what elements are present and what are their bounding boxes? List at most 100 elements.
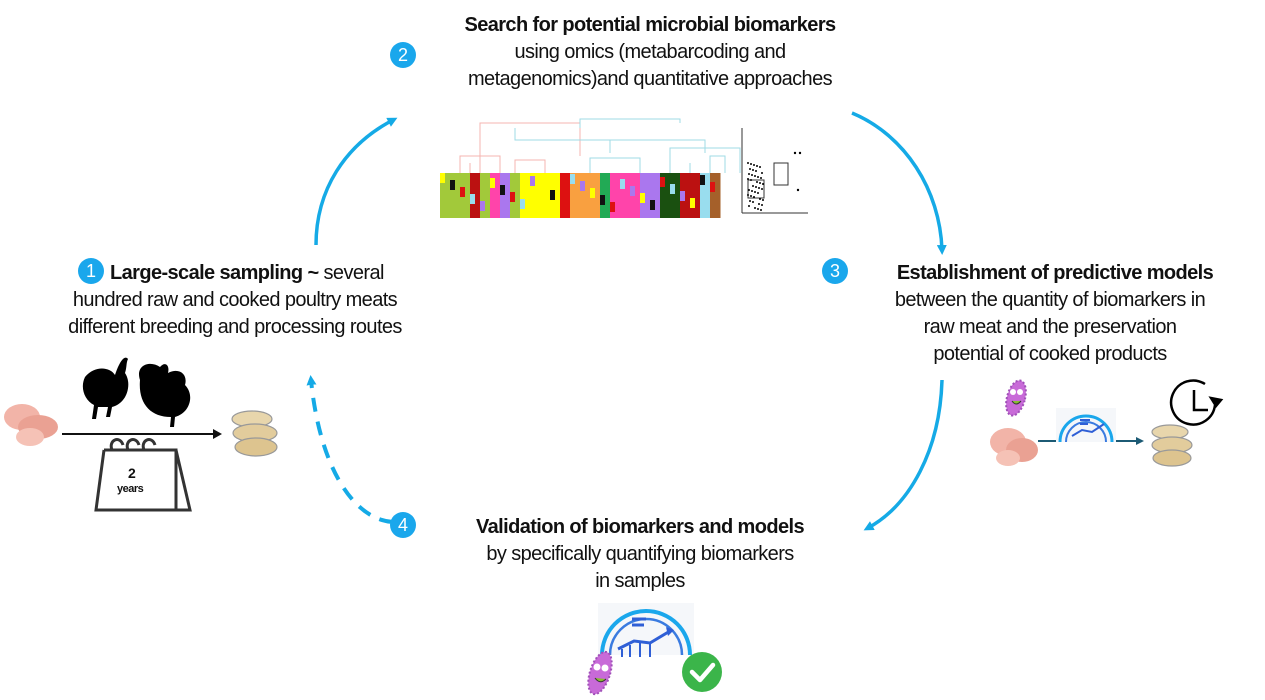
composition-bar-segment [560,197,565,207]
step-3-illustration [980,370,1230,480]
composition-bar [600,173,611,218]
composition-bar [440,173,451,218]
boxplot-point [753,164,755,166]
boxplot-point [757,208,759,210]
composition-bar [520,173,531,218]
boxplot-point [796,188,800,192]
composition-bar [480,173,491,218]
step-3-graphics [990,379,1224,467]
boxplot-point [750,179,752,181]
composition-bar [670,173,681,218]
composition-bar-segment [710,182,715,192]
composition-bar [470,173,481,218]
step-4-graphics [587,603,722,696]
step-1-text: Large-scale sampling ~ several hundred r… [15,260,455,341]
composition-bar-segment [440,173,445,183]
boxplot-point [750,195,752,197]
boxplot-box [773,162,789,186]
boxplot-point [751,190,753,192]
boxplot-point [761,172,763,174]
arrow-3-to-4 [863,379,944,531]
composition-bar-segment [680,191,685,201]
boxplot-point [756,165,758,167]
model-chart-icon [1056,408,1116,443]
boxplot-point [750,163,752,165]
boxplot-point [761,204,763,206]
composition-bar [630,173,641,218]
raw-meat-icon [4,404,58,446]
boxplot-point [754,191,756,193]
boxplot-point [749,200,751,202]
boxplot-point [749,168,751,170]
step-1-graphics [4,357,278,512]
composition-bar [530,173,541,218]
boxplot-point [759,166,761,168]
composition-bar-segment [610,202,615,212]
step-2-text: Search for potential microbial biomarker… [400,12,900,93]
composition-bar [540,173,551,218]
boxplot-point [754,175,756,177]
boxplot-point [760,177,762,179]
dendrogram-branch [459,155,546,173]
step-4-line-2: in samples [595,570,685,592]
arrow-2-to-3 [851,111,947,255]
composition-bar [680,173,691,218]
boxplot-point [748,189,750,191]
step-2-title: Search for potential microbial biomarker… [464,14,836,36]
arrow-4-to-1-dashed [306,375,394,524]
step-4-text: Validation of biomarkers and models by s… [430,514,850,595]
step-4-title: Validation of biomarkers and models [476,516,805,538]
composition-bar-segment [600,195,605,205]
boxplot-point [751,174,753,176]
composition-bar-segment [700,175,705,185]
cooked-meat-icon [1151,424,1193,467]
dendrogram-branch [479,122,581,173]
composition-bar-segment [660,177,665,187]
boxplot-box [747,179,765,199]
step-1-line-1: several [323,262,385,284]
boxplot-point [753,196,755,198]
bacteria-icon [1005,379,1027,417]
step-3-badge: 3 [822,258,848,284]
composition-bar-segment [490,178,495,188]
composition-bar [560,173,571,218]
composition-bar [660,173,671,218]
boxplot-point [758,203,760,205]
composition-bar-segment [460,187,465,197]
boxplot-point [748,173,750,175]
step-4-badge: 4 [390,512,416,538]
dendrogram-barplot-image [440,118,808,218]
composition-bar-segment [510,192,515,202]
boxplot-point [757,192,759,194]
calendar-unit: years [117,483,144,495]
boxplot-point [762,199,764,201]
composition-bar-segment [450,180,455,190]
boxplot-point [747,194,749,196]
boxplot-point [752,169,754,171]
checkmark-icon [682,652,722,692]
calendar-number: 2 [128,465,136,481]
composition-bar-segment [530,176,535,186]
boxplot-point [747,162,749,164]
composition-bar [510,173,521,218]
step-2-badge: 2 [390,42,416,68]
boxplot-point [755,170,757,172]
composition-bar-segment [470,194,475,204]
boxplot-point [755,186,757,188]
composition-bar [700,173,711,218]
composition-bar [620,173,631,218]
boxplot-point [757,176,759,178]
step-3-line-1: between the quantity of biomarkers in [894,289,1206,311]
composition-bar-segment [480,201,485,211]
composition-bar [570,173,581,218]
composition-bar [690,173,701,218]
composition-bar [580,173,591,218]
clock-icon [1169,379,1224,426]
composition-bar [550,173,561,218]
turkey-icon [139,363,191,427]
composition-bar-segment [650,200,655,210]
composition-bar-segment [640,193,645,203]
composition-bar-segment [620,179,625,189]
composition-bar-segment [570,174,575,184]
